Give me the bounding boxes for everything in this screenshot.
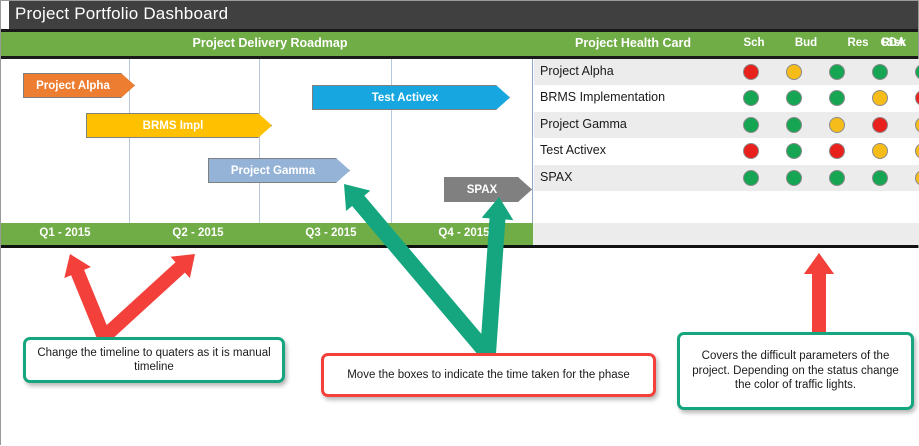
page-title: Project Portfolio Dashboard: [15, 4, 229, 23]
status-light-cda-amber[interactable]: [915, 169, 919, 186]
health-row-project-name: Project Alpha: [540, 64, 614, 78]
health-card-title: Project Health Card: [574, 36, 691, 50]
status-light-sch-green[interactable]: [743, 169, 759, 186]
status-light-cda-red[interactable]: [915, 90, 919, 107]
timeline-filler: [533, 223, 919, 245]
health-row-project-name: Test Activex: [540, 143, 606, 158]
health-row-project-name: SPAX: [540, 169, 573, 184]
timeline-label-q2: Q2 - 2015: [172, 227, 224, 239]
timeline-label-q1: Q1 - 2015: [39, 227, 91, 239]
status-light-res-green[interactable]: [829, 64, 845, 80]
status-light-risk-green[interactable]: [872, 169, 888, 186]
status-light-cda-green[interactable]: [915, 64, 919, 80]
roadmap-title: Project Delivery Roadmap: [192, 36, 348, 50]
status-light-risk-red[interactable]: [872, 116, 888, 133]
status-light-res-amber[interactable]: [829, 116, 845, 133]
status-light-bud-green[interactable]: [786, 90, 802, 107]
column-header-sch: Sch: [743, 37, 765, 49]
callout-timeline: Change the timeline to quaters as it is …: [23, 337, 285, 383]
title-divider: [1, 29, 918, 32]
header-band: Project Delivery Roadmap Project Health …: [1, 32, 918, 56]
status-light-res-green[interactable]: [829, 169, 845, 186]
health-row[interactable]: Test Activex: [534, 138, 919, 164]
status-light-sch-red[interactable]: [743, 64, 759, 80]
gantt-bar-brms-impl[interactable]: BRMS Impl: [86, 113, 272, 138]
status-light-cda-amber[interactable]: [915, 116, 919, 133]
column-header-res: Res: [847, 37, 869, 49]
gantt-bar-project-gamma[interactable]: Project Gamma: [208, 158, 350, 183]
timeline-axis: Q1 - 2015 Q2 - 2015 Q3 - 2015 Q4 - 2015: [1, 223, 533, 245]
timeline-label-q3: Q3 - 2015: [305, 227, 357, 239]
status-light-cda-amber[interactable]: [915, 143, 919, 160]
status-light-bud-amber[interactable]: [786, 64, 802, 80]
status-light-bud-green[interactable]: [786, 143, 802, 160]
status-light-sch-green[interactable]: [743, 116, 759, 133]
status-light-sch-red[interactable]: [743, 143, 759, 160]
callout-traffic-lights: Covers the difficult parameters of the p…: [677, 332, 914, 410]
status-light-risk-amber[interactable]: [872, 143, 888, 160]
status-light-sch-green[interactable]: [743, 90, 759, 107]
status-light-risk-amber[interactable]: [872, 90, 888, 107]
gantt-bar-test-activex[interactable]: Test Activex: [312, 85, 510, 110]
status-light-res-green[interactable]: [829, 90, 845, 107]
health-row[interactable]: BRMS Implementation: [534, 85, 919, 111]
callout-boxes: Move the boxes to indicate the time take…: [321, 353, 656, 397]
status-light-res-red[interactable]: [829, 143, 845, 160]
status-light-risk-green[interactable]: [872, 64, 888, 80]
title-bar: Project Portfolio Dashboard: [1, 1, 918, 29]
gantt-gridline-3: [391, 59, 392, 223]
column-header-risk: Risk: [881, 37, 907, 49]
health-row[interactable]: Project Gamma: [534, 111, 919, 139]
band-divider: [1, 56, 918, 59]
gantt-bar-spax[interactable]: SPAX: [444, 177, 532, 202]
column-header-cda: CDA: [880, 37, 906, 49]
title-left-notch: [1, 1, 9, 29]
gantt-bar-project-alpha[interactable]: Project Alpha: [23, 73, 135, 98]
health-row-project-name: BRMS Implementation: [540, 90, 666, 105]
status-light-bud-green[interactable]: [786, 116, 802, 133]
health-row-project-name: Project Gamma: [540, 116, 627, 131]
status-light-bud-green[interactable]: [786, 169, 802, 186]
health-row[interactable]: SPAX: [534, 164, 919, 191]
gantt-gridline-1: [129, 59, 130, 223]
health-row[interactable]: Project Alpha: [534, 59, 919, 86]
column-header-bud: Bud: [794, 37, 818, 49]
timeline-label-q4: Q4 - 2015: [438, 227, 490, 239]
gantt-gridline-2: [259, 59, 260, 223]
